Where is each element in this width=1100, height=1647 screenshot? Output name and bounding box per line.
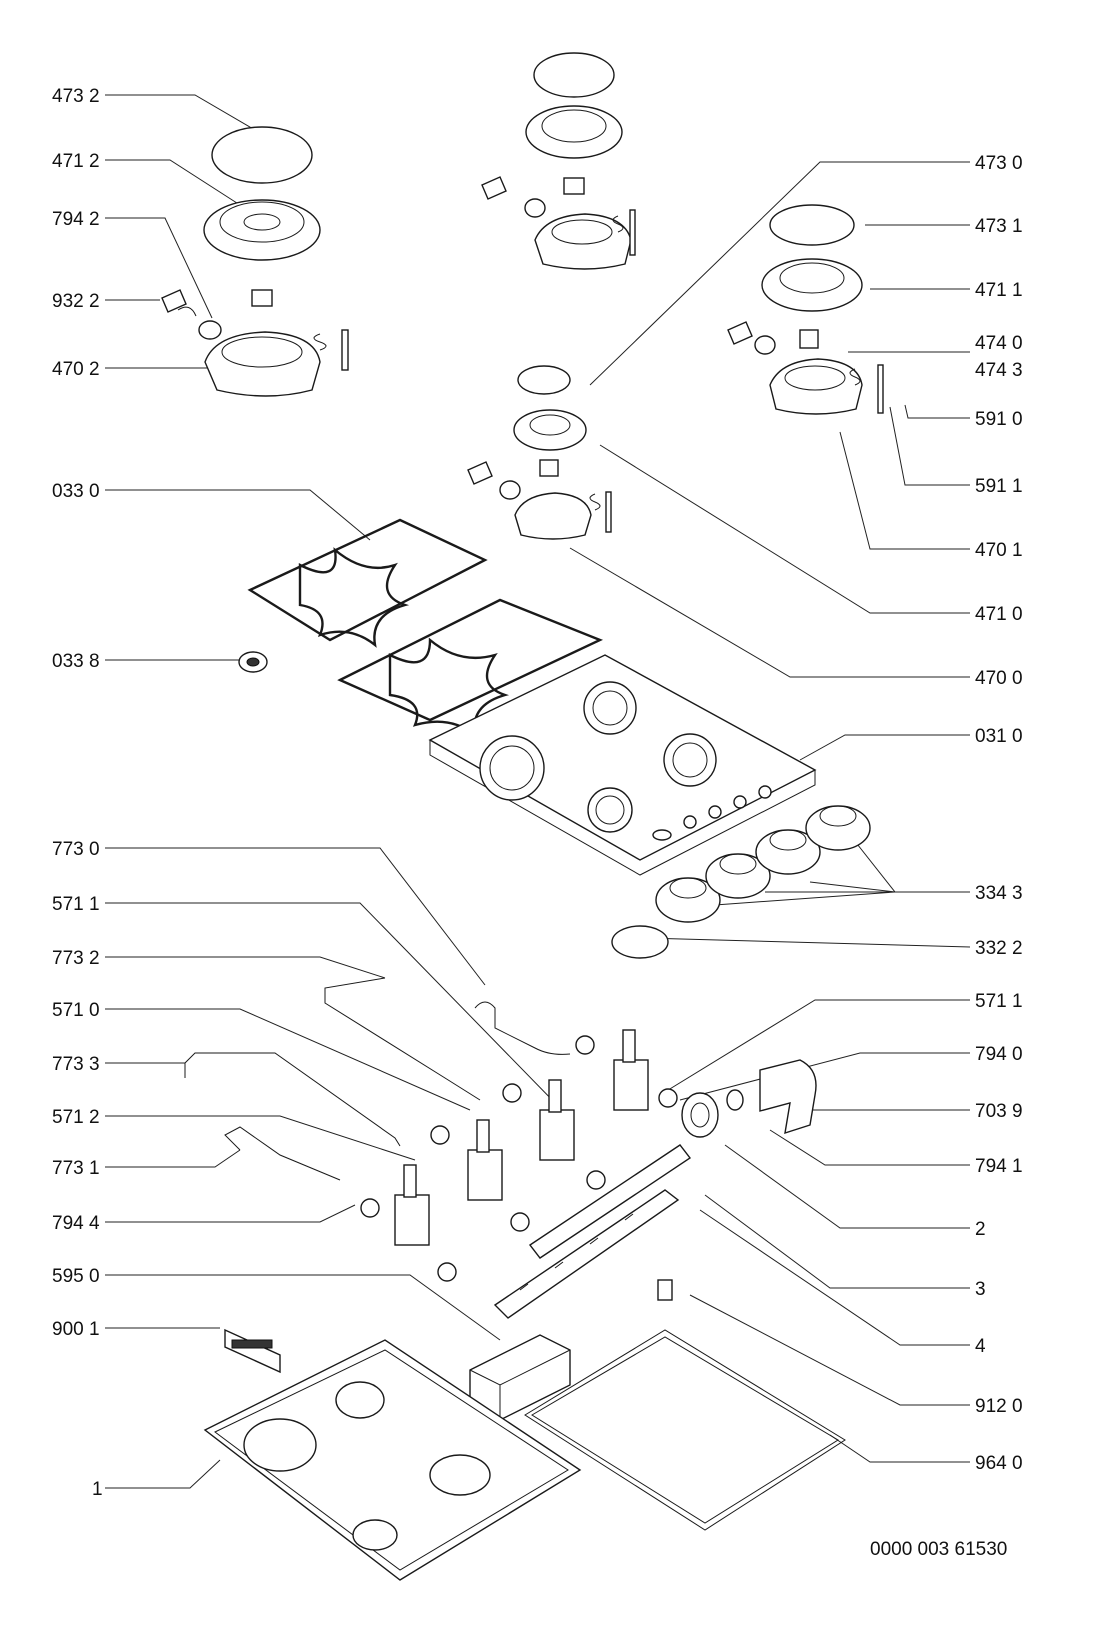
ignition-rail xyxy=(493,1189,680,1319)
label-top-0310: 031 0 xyxy=(975,726,1023,747)
hob-base-tray xyxy=(203,1339,582,1581)
ignition-push-button xyxy=(611,925,669,959)
pan-support-grid-right xyxy=(337,598,604,722)
label-body-4701: 470 1 xyxy=(975,540,1023,561)
fixing-screw xyxy=(657,1279,673,1301)
label-nut-2: 2 xyxy=(975,1219,986,1240)
pan-support-grid-left xyxy=(247,518,488,642)
pan-support-grids xyxy=(238,518,604,738)
label-body-4700: 470 0 xyxy=(975,668,1023,689)
gas-valve-left xyxy=(360,1164,457,1282)
label-injector-4743: 474 3 xyxy=(975,360,1023,381)
spring-right xyxy=(849,368,861,386)
label-cap-4730: 473 0 xyxy=(975,153,1023,174)
gas-valve-right xyxy=(575,1029,678,1111)
injector-large xyxy=(251,289,273,307)
label-seal-7940: 794 0 xyxy=(975,1044,1023,1065)
label-base-1: 1 xyxy=(92,1479,103,1500)
ignition-rail-group xyxy=(493,1189,680,1319)
label-grid-0330: 033 0 xyxy=(52,481,100,502)
gas-pipe-7730 xyxy=(474,1001,571,1055)
burner-cap-right xyxy=(769,204,855,246)
thermocouple-right xyxy=(877,364,884,414)
gas-valves xyxy=(360,1029,678,1282)
hob-top-group xyxy=(428,654,817,876)
label-gasket-9640: 964 0 xyxy=(975,1453,1023,1474)
base-group xyxy=(203,1329,846,1581)
label-injector-4740: 474 0 xyxy=(975,333,1023,354)
gas-pipe-7731 xyxy=(224,1126,341,1181)
burner-crown-right xyxy=(761,258,863,312)
label-pipe-7733: 773 3 xyxy=(52,1054,100,1075)
seal-ring-large xyxy=(198,320,222,340)
spring-large xyxy=(313,333,327,351)
burner-body-large xyxy=(204,331,321,397)
label-ignition-5950: 595 0 xyxy=(52,1266,100,1287)
burner-body-right xyxy=(769,358,863,415)
document-number: 0000 003 61530 xyxy=(870,1539,1007,1560)
label-pipe-7730: 773 0 xyxy=(52,839,100,860)
label-crown-4712: 471 2 xyxy=(52,151,100,172)
part-labels-right: 473 0 473 1 471 1 474 0 474 3 591 0 591 … xyxy=(975,153,1023,1474)
burner-crown-small xyxy=(513,409,587,451)
label-bracket-9001: 900 1 xyxy=(52,1319,100,1340)
label-rail-4: 4 xyxy=(975,1336,986,1357)
gas-manifold xyxy=(528,1144,692,1259)
label-seal-7942: 794 2 xyxy=(52,209,100,230)
thermocouple-large xyxy=(341,329,349,371)
burner-cap-small xyxy=(517,365,571,395)
gas-valve-mid-left xyxy=(430,1119,530,1232)
burner-top-center-group xyxy=(481,52,636,270)
label-crown-4711: 471 1 xyxy=(975,280,1023,301)
label-body-4702: 470 2 xyxy=(52,359,100,380)
label-cap-4732: 473 2 xyxy=(52,86,100,107)
clip-large xyxy=(161,289,187,313)
hob-gasket xyxy=(524,1329,846,1531)
label-valve-5711-right: 571 1 xyxy=(975,991,1023,1012)
label-seal-7944: 794 4 xyxy=(52,1213,100,1234)
control-knobs xyxy=(611,805,871,959)
label-knob-3343: 334 3 xyxy=(975,883,1023,904)
injector-right xyxy=(799,329,819,349)
part-labels-left: 473 2 471 2 794 2 932 2 470 2 033 0 033 … xyxy=(52,86,103,1500)
label-crown-4710: 471 0 xyxy=(975,604,1023,625)
knob-4 xyxy=(805,805,871,851)
gas-valve-mid-right xyxy=(502,1079,606,1190)
label-pipe-7732: 773 2 xyxy=(52,948,100,969)
burner-body-small xyxy=(514,492,592,540)
clamp-bracket xyxy=(224,1328,281,1374)
label-elbow-7039: 703 9 xyxy=(975,1101,1023,1122)
label-manifold-3: 3 xyxy=(975,1279,986,1300)
label-screw-9120: 912 0 xyxy=(975,1396,1023,1417)
label-thermo-5911: 591 1 xyxy=(975,476,1023,497)
burner-cap-large xyxy=(211,126,313,184)
label-seal-7941: 794 1 xyxy=(975,1156,1023,1177)
label-thermo-5910: 591 0 xyxy=(975,409,1023,430)
label-knob-3322: 332 2 xyxy=(975,938,1023,959)
gas-pipe-7732 xyxy=(324,977,481,1101)
label-pipe-7731: 773 1 xyxy=(52,1158,100,1179)
label-clip-9322: 932 2 xyxy=(52,291,100,312)
label-valve-5712: 571 2 xyxy=(52,1107,100,1128)
label-cap-4731: 473 1 xyxy=(975,216,1023,237)
label-valve-5710: 571 0 xyxy=(52,1000,100,1021)
burner-right-group xyxy=(727,204,884,415)
burner-small-center-group xyxy=(467,365,612,540)
label-valve-5711-left: 571 1 xyxy=(52,894,100,915)
gas-pipe-7733 xyxy=(184,1052,401,1147)
manifold-nut xyxy=(681,1092,719,1138)
gas-pipes xyxy=(184,977,571,1181)
manifold-group xyxy=(528,1059,817,1259)
gas-inlet-elbow xyxy=(759,1059,817,1135)
label-foot-0338: 033 8 xyxy=(52,651,100,672)
burner-large-group xyxy=(161,126,349,397)
leader-lines xyxy=(105,94,971,1489)
seal-ring-elbow xyxy=(726,1089,744,1111)
